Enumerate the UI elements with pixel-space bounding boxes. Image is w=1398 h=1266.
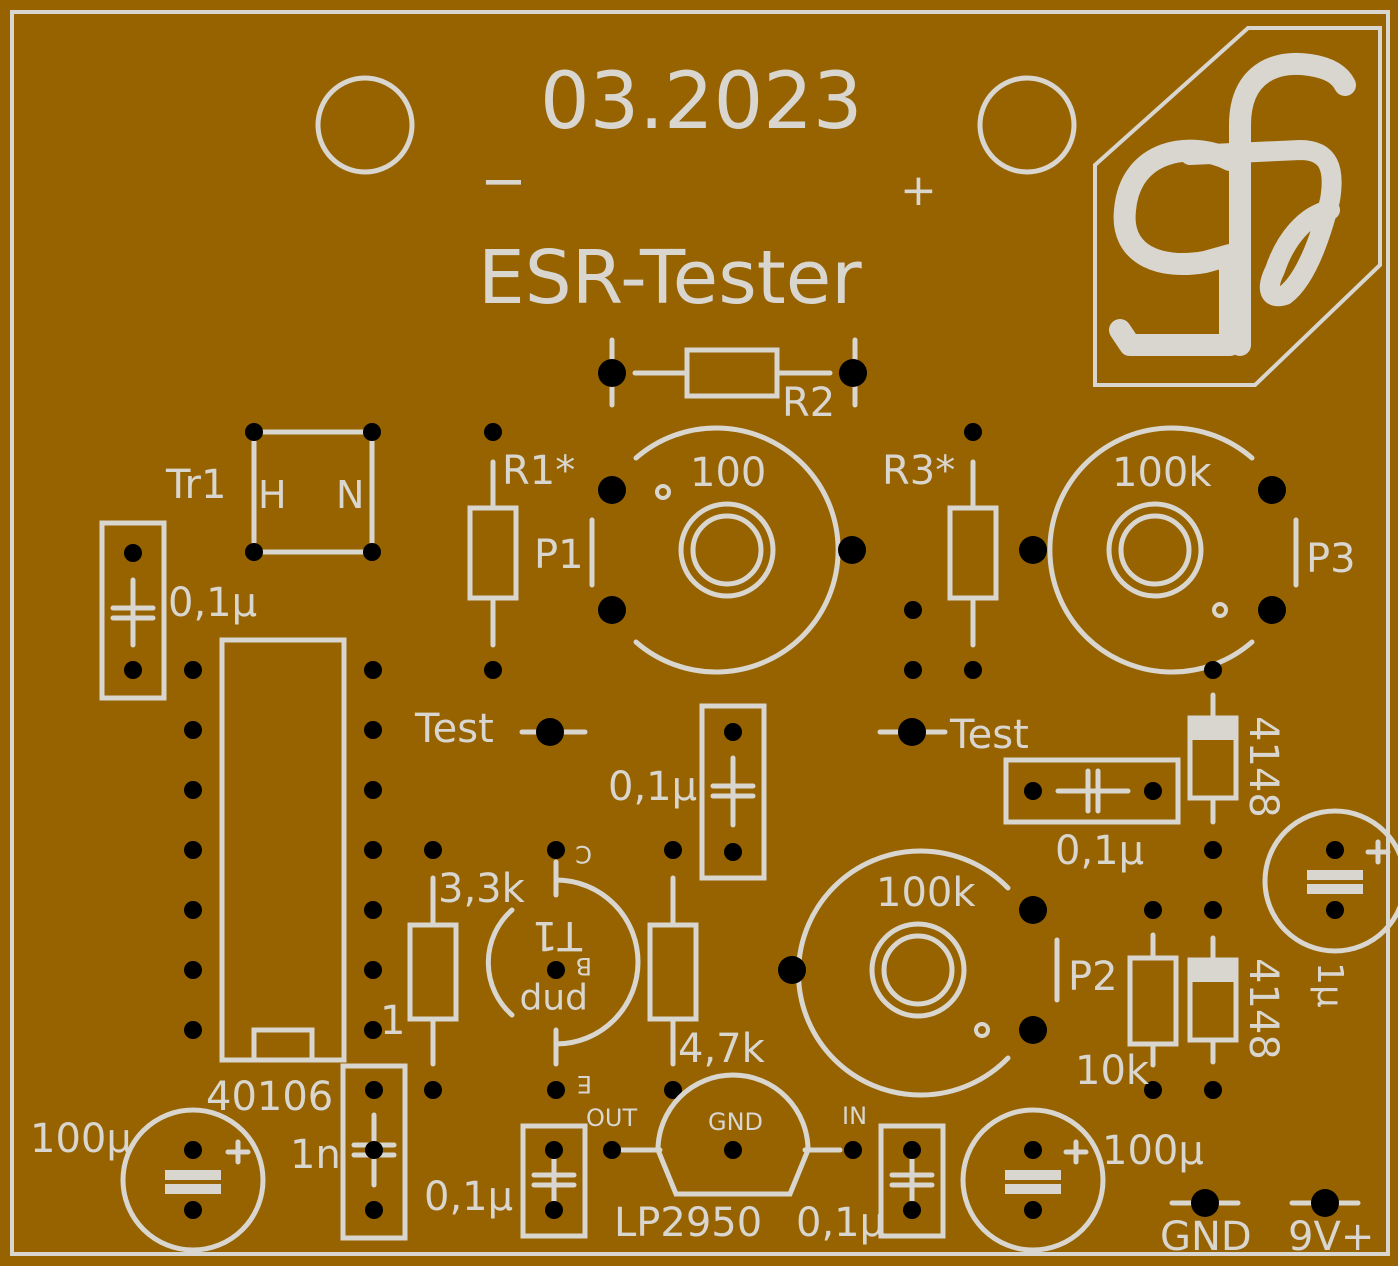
- capacitor-1n: [340, 1063, 408, 1241]
- p2-potentiometer: [778, 848, 1047, 1098]
- p1-label: P1: [534, 532, 584, 578]
- t1-label: T1: [532, 912, 583, 958]
- vplus-label: 9V+: [1288, 1214, 1374, 1260]
- c-reg-out-label: 0,1µ: [796, 1200, 885, 1246]
- diode-lower: [1187, 901, 1239, 1099]
- t1-e-label: E: [577, 1070, 592, 1098]
- r-3k3-label: 3,3k: [438, 866, 526, 912]
- capacitor-center: [699, 703, 767, 881]
- board-date: 03.2023: [540, 57, 863, 147]
- diode-upper-label: 4148: [1240, 716, 1286, 818]
- p1-potentiometer: [598, 425, 866, 675]
- test-point-right: [877, 718, 948, 746]
- ic-pin1-label: 1: [380, 998, 405, 1044]
- ic-40106: [184, 637, 382, 1063]
- test-right-label: Test: [949, 712, 1029, 758]
- board-title: ESR-Tester: [478, 235, 862, 321]
- r3-label: R3*: [882, 448, 955, 494]
- p2-value: 100k: [876, 870, 976, 916]
- diode-upper: [1187, 661, 1239, 859]
- tr1-n-label: N: [336, 473, 364, 517]
- tr1-relay: [245, 423, 381, 561]
- t1-type-label: pnp: [519, 981, 588, 1022]
- mounting-hole-left: [315, 75, 415, 175]
- c-1u-label: 1µ: [1309, 962, 1350, 1008]
- test-left-label: Test: [414, 706, 494, 752]
- capacitor-left: [99, 520, 167, 701]
- capacitor-100u-left: [120, 1107, 266, 1253]
- p1-value: 100: [690, 450, 766, 496]
- c-left-label: 0,1µ: [168, 580, 257, 626]
- t1-transistor: [485, 841, 641, 1099]
- capacitor-right: [1003, 757, 1181, 825]
- gfe-logo: [1093, 26, 1382, 387]
- plus-sign: +: [900, 165, 937, 216]
- r2-resistor: [598, 337, 867, 408]
- tr1-h-label: H: [258, 473, 287, 517]
- c-center-label: 0,1µ: [608, 764, 697, 810]
- r1-label: R1*: [502, 448, 575, 494]
- board-outline: [10, 10, 1390, 1256]
- capacitor-1u: [1262, 808, 1398, 954]
- r3-resistor: [904, 423, 999, 679]
- c-right-label: 0,1µ: [1055, 828, 1144, 874]
- vplus-terminal: [1289, 1189, 1361, 1217]
- reg-label: LP2950: [614, 1200, 762, 1246]
- ic-label: 40106: [206, 1074, 333, 1120]
- capacitor-reg-in: [520, 1123, 588, 1239]
- c-100u-right-label: 100µ: [1102, 1128, 1204, 1174]
- r-4k7-label: 4,7k: [678, 1026, 766, 1072]
- r1-resistor: [467, 423, 519, 679]
- t1-c-label: C: [575, 840, 592, 868]
- r-10k-resistor: [1127, 901, 1179, 1099]
- capacitor-100u-right: [960, 1107, 1106, 1253]
- diode-lower-label: 4148: [1240, 958, 1286, 1060]
- r-10k-label: 10k: [1075, 1048, 1150, 1094]
- mounting-hole-right: [977, 75, 1077, 175]
- test-point-left: [519, 718, 588, 746]
- tr1-label: Tr1: [165, 462, 226, 508]
- reg-out-label: OUT: [586, 1104, 637, 1132]
- p3-value: 100k: [1112, 450, 1212, 496]
- c-reg-in-label: 0,1µ: [424, 1174, 513, 1220]
- p2-label: P2: [1068, 954, 1118, 1000]
- r2-label: R2: [782, 380, 835, 426]
- p3-potentiometer: [1019, 425, 1286, 675]
- t1-b-label: B: [576, 952, 592, 980]
- c-100u-left-label: 100µ: [30, 1116, 132, 1162]
- reg-in-label: IN: [842, 1102, 867, 1130]
- capacitor-reg-out: [878, 1123, 946, 1239]
- minus-sign: −: [480, 149, 527, 214]
- r-3k3-resistor: [407, 841, 459, 1099]
- lp2950-regulator: [603, 1072, 862, 1197]
- c-1n-label: 1n: [290, 1132, 341, 1178]
- gnd-label: GND: [1160, 1214, 1252, 1260]
- gnd-terminal: [1169, 1189, 1241, 1217]
- r-4k7-resistor: [647, 841, 699, 1099]
- p3-label: P3: [1306, 536, 1356, 582]
- reg-gnd-label: GND: [708, 1108, 763, 1136]
